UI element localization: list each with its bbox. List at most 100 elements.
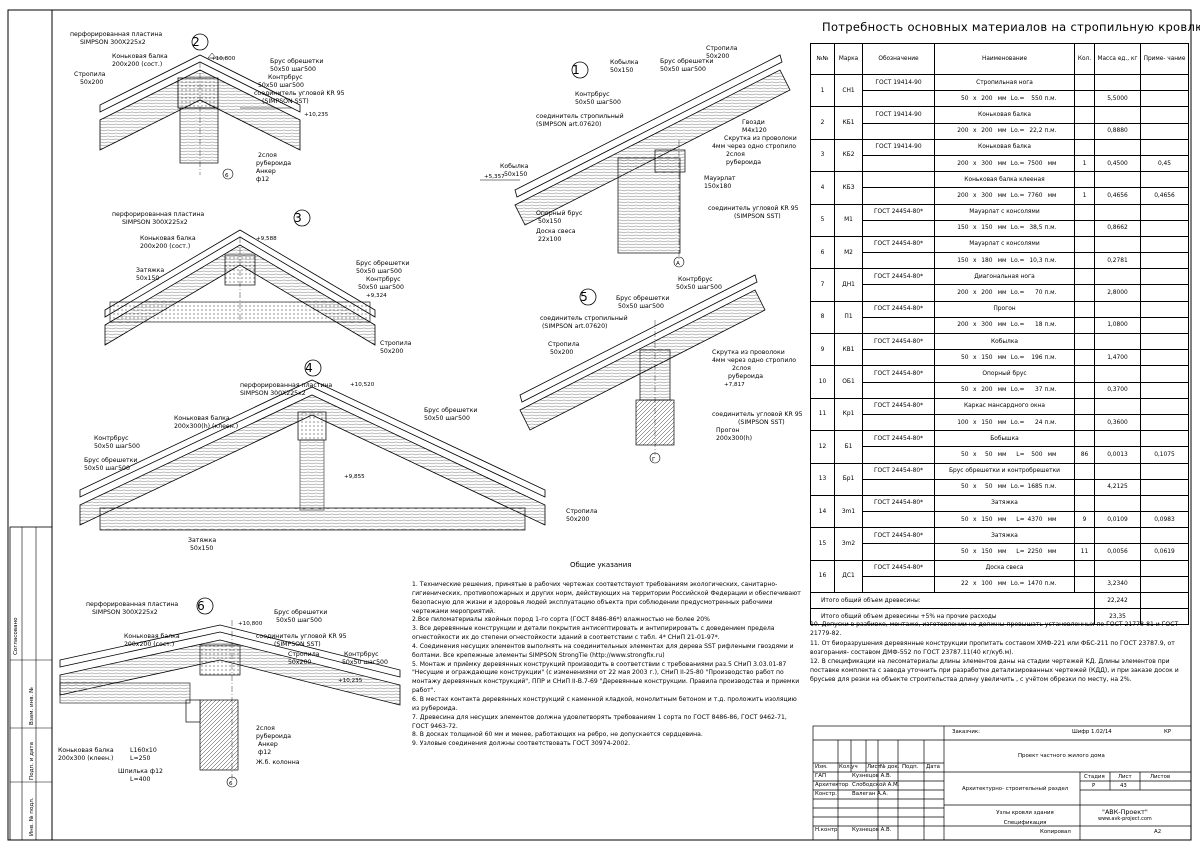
label-wire2: 4мм через одно стропило xyxy=(712,143,796,150)
dim-part: x xyxy=(973,160,977,167)
dim-part: x xyxy=(973,516,977,523)
spec-cell-note: 0,1075 xyxy=(1140,446,1189,464)
label-kob-1: Кобылка xyxy=(610,58,639,66)
spec-cell-qty: 1 xyxy=(1074,187,1095,205)
dim-part: x xyxy=(973,192,977,199)
label-connector-spec: (SIMPSON SST) xyxy=(262,98,309,105)
spec-cell-name: Коньковая балка xyxy=(934,138,1075,156)
dim-part: 50 xyxy=(961,549,969,556)
spec-cell-num: 4 xyxy=(810,171,835,205)
spec-cell-note: 0,0619 xyxy=(1140,543,1189,561)
name-gap: Кузнецов А.В. xyxy=(852,773,892,779)
spec-cell-qty xyxy=(1074,349,1095,367)
label-rafter-conn-5: соединитель стропильный xyxy=(540,314,628,322)
label-anchor: Анкер xyxy=(256,168,276,175)
spec-cell-std-empty xyxy=(862,154,935,173)
dim-part: п.м. xyxy=(1044,419,1057,426)
spec-cell-std xyxy=(862,171,935,189)
dim-part: 200 xyxy=(957,160,969,167)
stamp-col-koluch: Кол.уч xyxy=(839,764,858,770)
spec-cell-name: Мауэрлат с консолями xyxy=(934,203,1075,221)
label-angle: L160x10 xyxy=(130,747,157,754)
label-rafters-3: Стропила xyxy=(380,340,412,347)
dim-part: п.м. xyxy=(1044,95,1057,102)
spec-cell-num: 2 xyxy=(810,106,835,140)
label-batten-dim-4: 50x50 шаг500 xyxy=(84,465,130,472)
dim-part: 1685 xyxy=(1027,484,1043,491)
spec-cell-mass: 0,4656 xyxy=(1094,187,1141,205)
dim-part: п.м. xyxy=(1044,322,1057,329)
dim-part: п.м. xyxy=(1044,128,1057,135)
spec-cell-std-empty xyxy=(862,252,935,270)
sheets-label: Листов xyxy=(1150,774,1171,780)
spec-cell-name: Коньковая балка клееная xyxy=(934,171,1075,189)
stamp-col-doc: № док. xyxy=(880,764,900,770)
label-two-layers-6: 2слоя xyxy=(256,725,275,732)
label-tie-dim-4: 50x150 xyxy=(190,545,213,552)
spec-cell-note-empty xyxy=(1140,106,1189,124)
spec-cell-qty-empty xyxy=(1074,235,1095,254)
spec-cell-qty xyxy=(1074,122,1095,140)
dim-part: Lо.= xyxy=(1010,484,1025,491)
label-ridge-beam-6: Коньковая балка xyxy=(124,632,180,640)
dim-part: п.м. xyxy=(1044,387,1057,394)
label-support: Опорный брус xyxy=(536,209,583,217)
spec-cell-qty-empty xyxy=(1074,430,1095,448)
spec-cell-name: Прогон xyxy=(934,300,1075,318)
level-9855: +9,855 xyxy=(344,474,365,480)
dim-part: 22,2 xyxy=(1029,128,1043,135)
label-wire-5: Скрутка из проволоки xyxy=(712,349,785,356)
sheet-value: 43 xyxy=(1120,783,1127,789)
dim-part: Lо.= xyxy=(1010,160,1025,167)
spec-cell-mass-empty xyxy=(1094,332,1141,351)
dim-part: 38,5 xyxy=(1029,225,1043,232)
dim-part: L= xyxy=(1016,516,1025,523)
node-5-drawing xyxy=(519,274,766,464)
side-stamp: Согласовано Взам. инв. № Подп. и дата Ин… xyxy=(9,526,53,841)
spec-cell-qty-empty xyxy=(1074,397,1095,415)
node-2-labels: 2 перфорированная пластина SIMPSON 300X2… xyxy=(70,31,345,183)
spec-cell-note-empty xyxy=(1140,494,1189,513)
dim-part: 70 xyxy=(1035,290,1043,297)
label-batten-1: Брус обрешетки xyxy=(660,57,713,65)
spec-cell-mark: КБ2 xyxy=(834,138,863,173)
dim-part: Lо.= xyxy=(1010,192,1025,199)
label-ruberoid: рубероида xyxy=(256,159,291,167)
label-ridge-dim: 200x200 (сост.) xyxy=(112,61,162,68)
dim-part: мм xyxy=(1047,451,1057,458)
dim-part: x xyxy=(973,354,977,361)
spec-cell-mass: 0,4500 xyxy=(1094,154,1141,173)
dim-part: 50 xyxy=(961,451,969,458)
label-connector-5: соединитель угловой KR 95 xyxy=(712,410,803,418)
dim-part: L= xyxy=(1016,549,1025,556)
label-rafters-dim-3: 50x200 xyxy=(380,348,403,355)
dim-part: x xyxy=(973,581,977,588)
dim-part: 100 xyxy=(957,419,969,426)
spec-cell-std-empty xyxy=(862,511,935,529)
label-connector-spec-5: (SIMPSON SST) xyxy=(738,419,785,426)
label-kob-dim-1: 50x150 xyxy=(610,67,633,74)
name-architect: Слободской А.М. xyxy=(852,782,900,788)
spec-cell-qty xyxy=(1074,252,1095,270)
node-6-number: 6 xyxy=(197,599,205,613)
project-code-2: КР xyxy=(1164,729,1172,735)
spec-cell-mass-empty xyxy=(1094,462,1141,480)
label-ridge-beam: Коньковая балка xyxy=(112,52,168,60)
spec-cell-mark: М2 xyxy=(834,235,863,270)
spec-cell-note: 0,45 xyxy=(1140,154,1189,173)
dim-part: 150 xyxy=(981,354,993,361)
